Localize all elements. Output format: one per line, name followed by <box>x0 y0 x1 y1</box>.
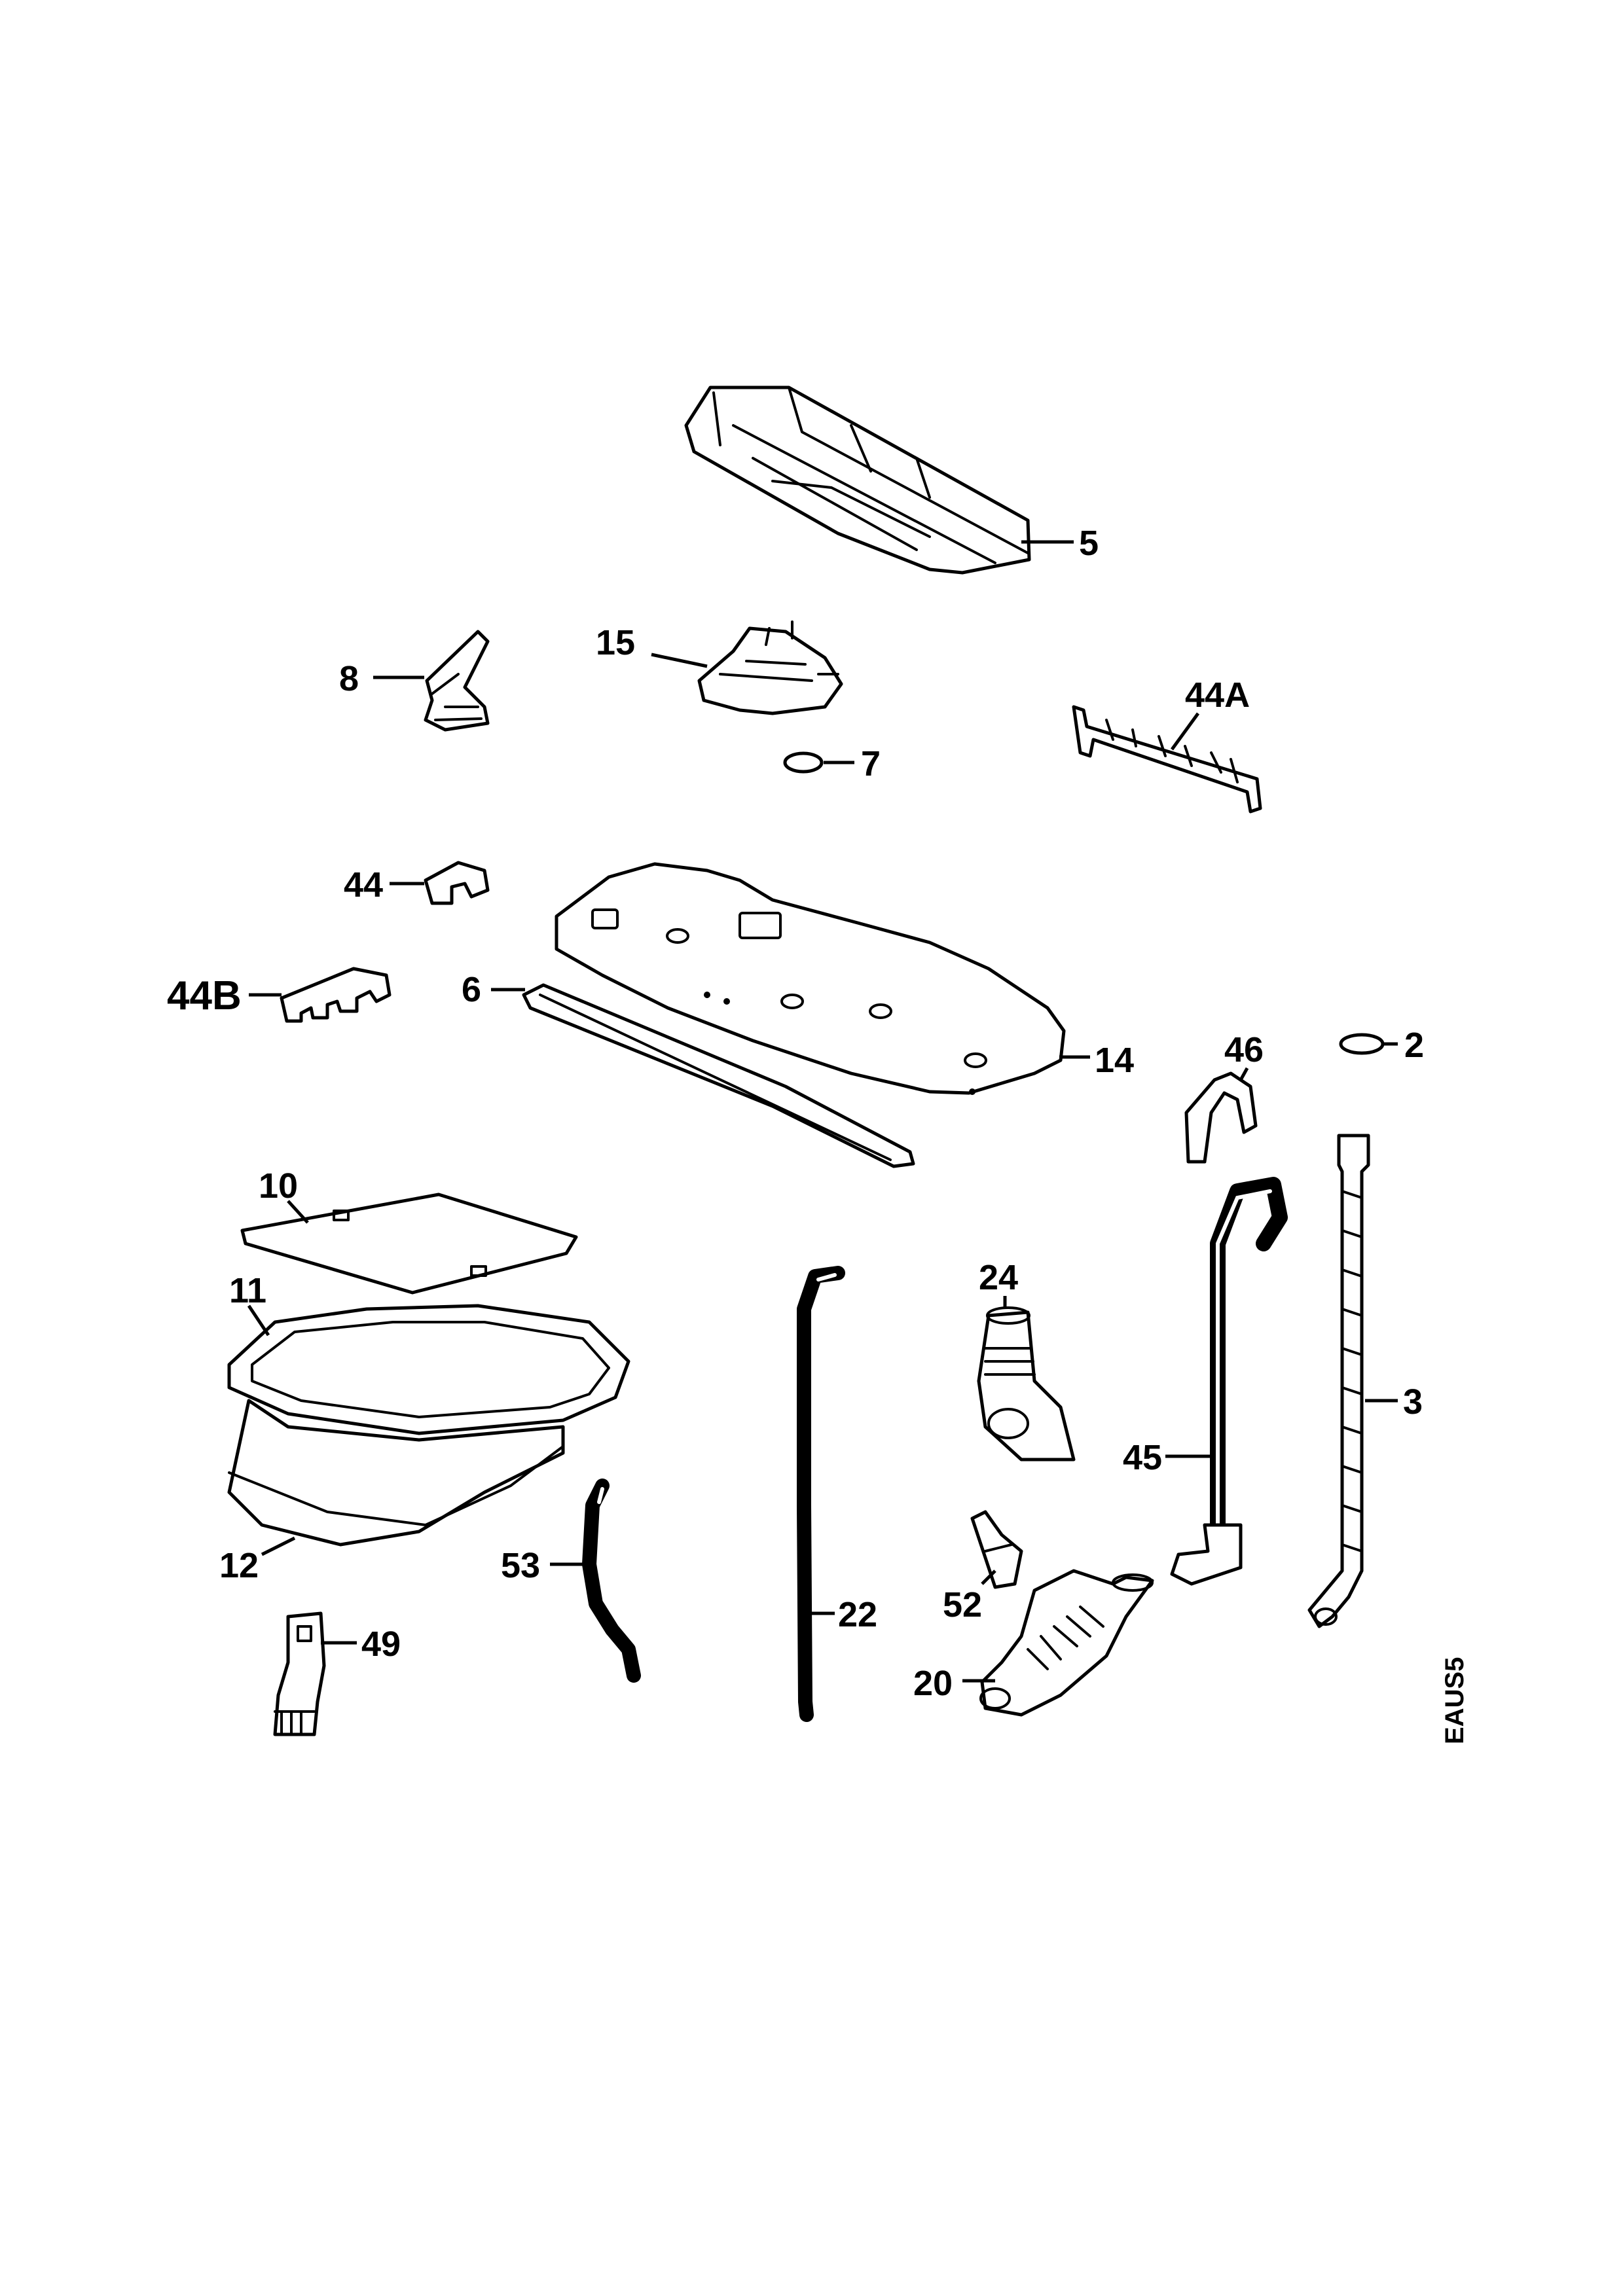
part-49-bracket <box>273 1611 326 1736</box>
label-46: 46 <box>1224 1030 1264 1069</box>
part-8-bracket <box>424 630 490 732</box>
part-53-short-hose <box>582 1479 641 1683</box>
part-44-clip <box>424 861 490 905</box>
part-11-seal-ring <box>227 1304 630 1435</box>
part-20-sump-hose <box>979 1569 1154 1717</box>
leader-46 <box>1239 1067 1249 1081</box>
label-3: 3 <box>1403 1382 1423 1422</box>
part-14-cover-plate <box>555 862 1066 1095</box>
part-15-valve <box>697 620 843 715</box>
label-44a: 44A <box>1185 675 1250 715</box>
drawing-code: EAUS5 <box>1440 1657 1469 1744</box>
label-20: 20 <box>913 1664 953 1703</box>
part-44b-multiclip <box>280 967 392 1023</box>
label-53: 53 <box>501 1546 540 1585</box>
part-12-tub-bellows <box>227 1399 565 1547</box>
leader-11 <box>247 1304 270 1336</box>
part-5-tray <box>684 386 1031 575</box>
label-8: 8 <box>339 659 359 698</box>
label-11: 11 <box>229 1271 266 1310</box>
leader-10 <box>287 1200 309 1224</box>
label-6: 6 <box>462 970 481 1009</box>
part-6-seal-strip <box>522 983 915 1168</box>
leader-44a <box>1170 712 1200 751</box>
part-24-drain-boot <box>977 1306 1076 1462</box>
label-14: 14 <box>1095 1041 1134 1080</box>
label-7: 7 <box>861 744 881 783</box>
part-10-filter-plate <box>240 1193 578 1295</box>
label-49: 49 <box>361 1624 401 1664</box>
part-2-cap <box>1339 1033 1385 1055</box>
part-22-long-hose <box>797 1266 845 1722</box>
label-45: 45 <box>1123 1438 1162 1477</box>
part-45-drain-hose <box>1170 1177 1288 1586</box>
label-5: 5 <box>1079 524 1099 563</box>
part-46-u-clip <box>1184 1071 1258 1164</box>
leader-52 <box>981 1570 996 1585</box>
leader-12 <box>261 1536 296 1556</box>
part-7-o-ring <box>783 751 824 774</box>
label-44b: 44B <box>167 973 242 1018</box>
label-44: 44 <box>344 865 383 905</box>
label-2: 2 <box>1404 1026 1424 1065</box>
part-44a-rail <box>1072 705 1262 814</box>
label-52: 52 <box>943 1585 982 1624</box>
label-24: 24 <box>979 1258 1018 1297</box>
part-52-fitting <box>970 1510 1023 1589</box>
label-10: 10 <box>259 1166 298 1206</box>
leader-15 <box>651 653 708 668</box>
label-15: 15 <box>596 623 635 662</box>
part-3-inlet-hose <box>1307 1134 1370 1628</box>
label-22: 22 <box>838 1595 877 1634</box>
label-12: 12 <box>219 1546 259 1585</box>
